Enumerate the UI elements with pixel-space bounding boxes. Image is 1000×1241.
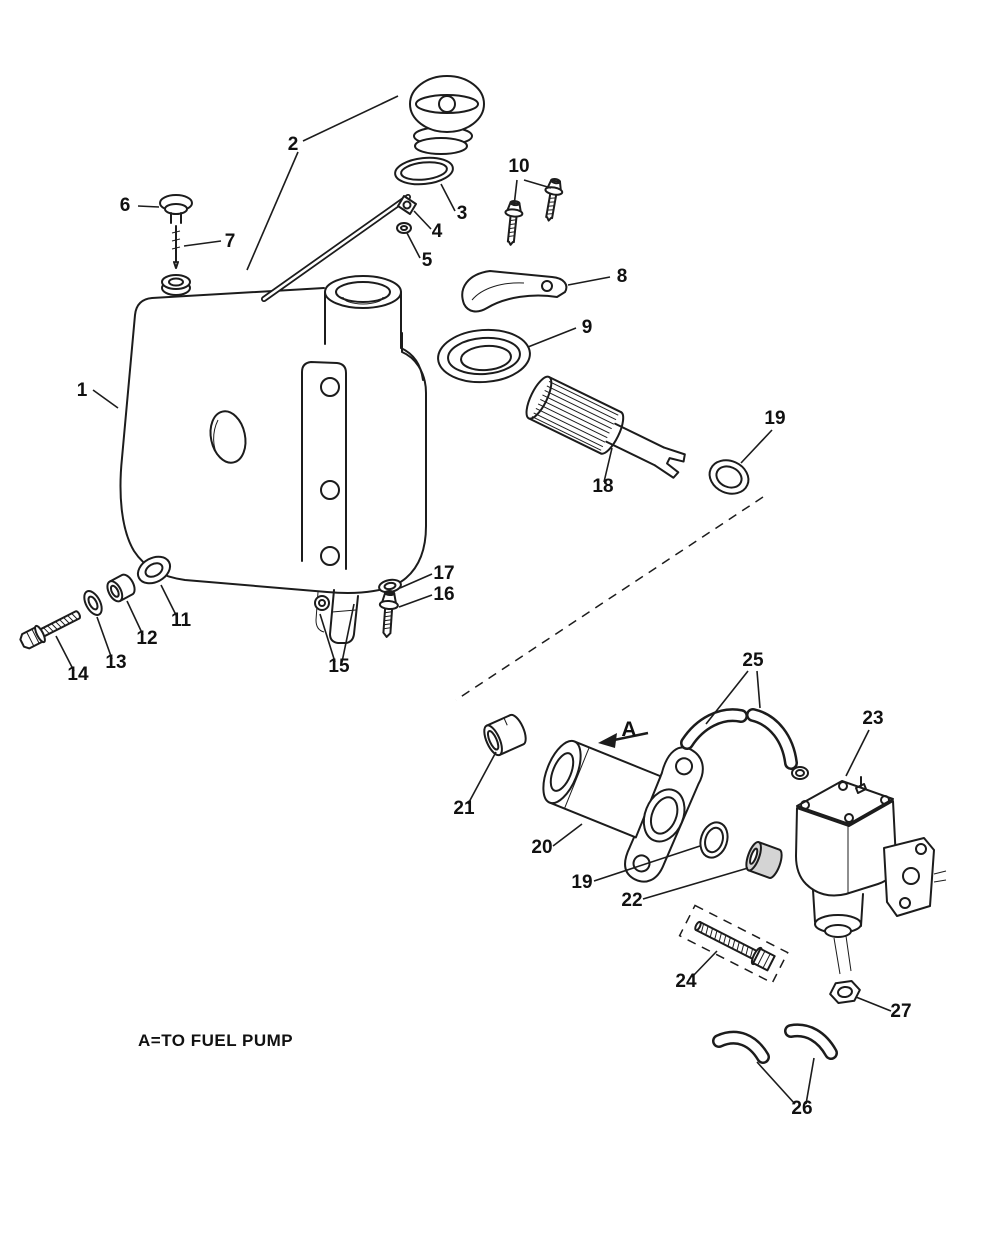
callout-17: 17 bbox=[433, 563, 454, 584]
o-ring-3 bbox=[394, 156, 454, 186]
hoses-26 bbox=[712, 1023, 838, 1064]
leader-lines bbox=[55, 95, 892, 1105]
callout-18: 18 bbox=[592, 476, 613, 497]
callout-15: 15 bbox=[328, 656, 350, 677]
callout-2: 2 bbox=[288, 134, 299, 155]
callout-6: 6 bbox=[120, 195, 131, 216]
assembly-axis-dashed-line bbox=[455, 496, 764, 701]
callout-24: 24 bbox=[675, 971, 697, 992]
callout-13: 13 bbox=[105, 652, 126, 673]
callout-a: A bbox=[621, 718, 636, 741]
callout-8: 8 bbox=[617, 266, 628, 287]
oil-tank bbox=[119, 274, 427, 594]
oil-pump-23 bbox=[791, 766, 947, 975]
callout-4: 4 bbox=[432, 221, 443, 242]
mounting-bolts-10 bbox=[504, 178, 564, 246]
nut-5 bbox=[396, 222, 412, 234]
callout-19-upper: 19 bbox=[764, 408, 785, 429]
callouts: 2 10 3 4 5 6 7 8 9 1 19 18 17 16 11 12 1… bbox=[67, 134, 911, 1119]
bracket-8 bbox=[461, 270, 568, 313]
arrowhead-icon bbox=[598, 733, 617, 748]
callout-21: 21 bbox=[453, 798, 475, 819]
callout-10: 10 bbox=[508, 156, 529, 177]
washer-13 bbox=[83, 590, 103, 616]
pump-housing-20 bbox=[542, 739, 704, 883]
bushing-22 bbox=[745, 841, 783, 879]
callout-1: 1 bbox=[77, 380, 88, 401]
callout-27: 27 bbox=[890, 1001, 911, 1022]
bolt-14 bbox=[19, 610, 81, 650]
seal-ring-9 bbox=[437, 328, 531, 384]
callout-22: 22 bbox=[621, 890, 642, 911]
grommet-27 bbox=[829, 979, 861, 1005]
callout-25: 25 bbox=[742, 650, 764, 671]
fuel-pump-arrow bbox=[598, 731, 649, 748]
vent-cap-assembly bbox=[159, 194, 193, 269]
note-a-to-fuel-pump: A=TO FUEL PUMP bbox=[138, 1031, 293, 1050]
bolt-16 bbox=[378, 590, 399, 638]
callout-12: 12 bbox=[136, 628, 157, 649]
callout-16: 16 bbox=[433, 584, 454, 605]
callout-7: 7 bbox=[225, 231, 236, 252]
hoses-25 bbox=[680, 708, 798, 770]
filler-cap-assembly bbox=[261, 75, 485, 302]
callout-26: 26 bbox=[791, 1098, 812, 1119]
collar-21 bbox=[483, 713, 527, 757]
callout-23: 23 bbox=[862, 708, 883, 729]
bushing-12 bbox=[106, 573, 136, 603]
callout-3: 3 bbox=[457, 203, 468, 224]
callout-14: 14 bbox=[67, 664, 89, 685]
callout-20: 20 bbox=[531, 837, 552, 858]
callout-9: 9 bbox=[582, 317, 593, 338]
tank-grommet-11 bbox=[136, 555, 172, 585]
bracket-15 bbox=[314, 589, 359, 644]
callout-19-lower: 19 bbox=[571, 872, 592, 893]
callout-5: 5 bbox=[422, 250, 433, 271]
driveshaft-18 bbox=[525, 375, 686, 479]
clip-4 bbox=[397, 195, 417, 215]
callout-11: 11 bbox=[171, 610, 192, 631]
o-ring-19-lower bbox=[699, 821, 729, 859]
o-ring-19-upper bbox=[708, 459, 750, 495]
